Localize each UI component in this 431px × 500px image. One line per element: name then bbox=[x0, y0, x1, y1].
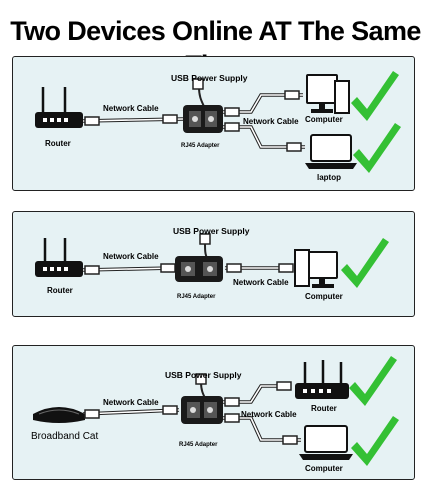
network-cable-label: Network Cable bbox=[103, 398, 159, 407]
panel-router-one-device: USB Power Supply Network Cable Network C… bbox=[12, 211, 415, 317]
router-label: Router bbox=[45, 139, 71, 148]
modem-icon bbox=[33, 407, 85, 423]
rj45-adapter-label: RJ45 Adapter bbox=[181, 143, 220, 149]
computer-icon bbox=[306, 74, 350, 114]
panel-1-diagram bbox=[35, 71, 401, 173]
computer-icon bbox=[294, 249, 338, 288]
broadband-cat-label: Broadband Cat bbox=[31, 431, 99, 442]
network-cable-label: Network Cable bbox=[103, 104, 159, 113]
usb-plug-icon bbox=[199, 233, 211, 245]
computer-label: Computer bbox=[305, 464, 343, 473]
rj45-adapter-icon bbox=[181, 396, 223, 424]
laptop-icon bbox=[305, 134, 357, 169]
check-icon bbox=[349, 356, 397, 406]
usb-plug-icon bbox=[192, 78, 204, 90]
network-cable-right-label: Network Cable bbox=[243, 117, 299, 126]
usb-power-label: USB Power Supply bbox=[171, 73, 248, 83]
panel-modem-two-devices: USB Power Supply Network Cable Network C… bbox=[12, 345, 415, 480]
router-label: Router bbox=[311, 404, 337, 413]
network-cable-right-label: Network Cable bbox=[233, 278, 289, 287]
panel-2-diagram bbox=[35, 233, 389, 288]
network-cable-label: Network Cable bbox=[103, 252, 159, 261]
rj45-adapter-label: RJ45 Adapter bbox=[177, 294, 216, 300]
panel-router-two-devices: USB Power Supply Network Cable Network C… bbox=[12, 56, 415, 191]
check-icon bbox=[351, 71, 399, 121]
laptop-icon bbox=[299, 425, 353, 460]
usb-plug-icon bbox=[195, 373, 207, 385]
laptop-label: laptop bbox=[317, 173, 341, 182]
check-icon bbox=[353, 123, 401, 173]
rj45-adapter-icon bbox=[175, 256, 223, 282]
usb-power-label: USB Power Supply bbox=[165, 370, 242, 380]
router-icon bbox=[295, 360, 349, 399]
usb-power-label: USB Power Supply bbox=[173, 226, 250, 236]
router-label: Router bbox=[47, 286, 73, 295]
router-icon bbox=[35, 87, 83, 128]
check-icon bbox=[351, 416, 399, 466]
panel-3-diagram bbox=[33, 356, 399, 466]
network-cable-right-label: Network Cable bbox=[241, 410, 297, 419]
router-icon bbox=[35, 238, 83, 277]
check-icon bbox=[341, 238, 389, 288]
rj45-adapter-label: RJ45 Adapter bbox=[179, 442, 218, 448]
computer-label: Computer bbox=[305, 292, 343, 301]
rj45-adapter-icon bbox=[183, 105, 223, 133]
computer-label: Computer bbox=[305, 115, 343, 124]
